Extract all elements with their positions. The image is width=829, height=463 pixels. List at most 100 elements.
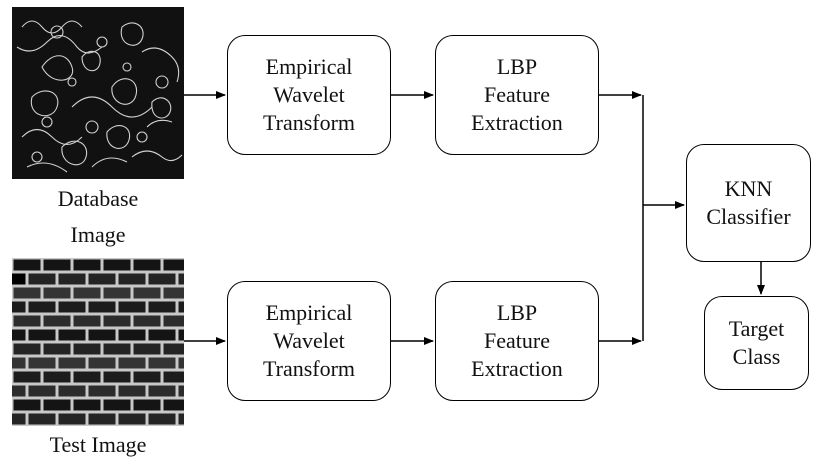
brick <box>148 357 176 369</box>
brick <box>133 371 161 383</box>
knn-classifier-box: KNN Classifier <box>686 144 811 262</box>
brick <box>178 301 184 313</box>
brick <box>118 273 146 285</box>
brick <box>178 357 184 369</box>
brick <box>43 343 71 355</box>
brick <box>12 301 26 313</box>
top-ewt-line2: Wavelet <box>273 82 345 107</box>
brick <box>178 273 184 285</box>
test-image <box>12 258 184 426</box>
brick <box>43 287 71 299</box>
brick <box>13 399 41 411</box>
brick <box>28 301 56 313</box>
brick <box>13 315 41 327</box>
brick <box>148 385 176 397</box>
brick <box>88 329 116 341</box>
brick <box>28 329 56 341</box>
bottom-ewt-line3: Transform <box>262 356 356 381</box>
brick <box>118 301 146 313</box>
brick <box>163 315 184 327</box>
brick <box>133 259 161 271</box>
brick <box>163 399 184 411</box>
bottom-lbp-line2: Feature <box>484 328 550 353</box>
brick <box>88 413 116 425</box>
brick <box>12 413 26 425</box>
database-image <box>12 7 184 179</box>
top-lbp-line3: Extraction <box>471 110 563 135</box>
brick <box>163 259 184 271</box>
classifier-line2: Classifier <box>706 204 791 229</box>
brick <box>88 301 116 313</box>
top-lbp-line2: Feature <box>484 82 550 107</box>
brick <box>58 357 86 369</box>
classifier-line1: KNN <box>724 176 773 201</box>
brick <box>58 301 86 313</box>
top-ewt-line3: Transform <box>262 110 356 135</box>
brick <box>73 343 101 355</box>
brick <box>12 329 26 341</box>
top-ewt-box: Empirical Wavelet Transform <box>227 35 391 155</box>
brick <box>88 273 116 285</box>
brick <box>58 385 86 397</box>
brick <box>73 259 101 271</box>
brick <box>28 357 56 369</box>
brick <box>178 413 184 425</box>
brick <box>178 385 184 397</box>
target-line1: Target <box>728 316 785 341</box>
brick <box>28 273 56 285</box>
brick <box>163 343 184 355</box>
brick <box>12 357 26 369</box>
brick <box>163 287 184 299</box>
brick <box>148 301 176 313</box>
brick <box>73 315 101 327</box>
target-line2: Class <box>732 344 781 369</box>
brick <box>13 287 41 299</box>
top-lbp-line1: LBP <box>496 54 538 79</box>
brick <box>43 259 71 271</box>
brick <box>28 413 56 425</box>
brick <box>103 343 131 355</box>
brick <box>148 273 176 285</box>
brick <box>118 357 146 369</box>
database-image-caption: Database Image <box>12 181 184 253</box>
brick <box>43 399 71 411</box>
brick <box>12 273 26 285</box>
brick <box>103 259 131 271</box>
brick <box>103 371 131 383</box>
brick <box>73 399 101 411</box>
brick <box>58 273 86 285</box>
top-lbp-box: LBP Feature Extraction <box>435 35 599 155</box>
database-caption-line2: Image <box>70 222 126 247</box>
top-ewt-line1: Empirical <box>265 54 353 79</box>
brick <box>58 413 86 425</box>
brick <box>103 315 131 327</box>
brick <box>88 385 116 397</box>
brick <box>13 371 41 383</box>
bottom-ewt-box: Empirical Wavelet Transform <box>227 281 391 401</box>
brick <box>133 287 161 299</box>
database-caption-line1: Database <box>57 186 139 211</box>
brick <box>73 371 101 383</box>
bottom-lbp-box: LBP Feature Extraction <box>435 281 599 401</box>
brick <box>163 371 184 383</box>
brick <box>13 343 41 355</box>
bottom-ewt-line2: Wavelet <box>273 328 345 353</box>
brick <box>103 399 131 411</box>
brick <box>73 287 101 299</box>
brick <box>178 329 184 341</box>
test-image-caption: Test Image <box>49 432 147 457</box>
brick <box>133 315 161 327</box>
brick <box>88 357 116 369</box>
brick <box>103 287 131 299</box>
brick <box>118 385 146 397</box>
brick <box>43 315 71 327</box>
brick <box>58 329 86 341</box>
brick <box>28 385 56 397</box>
brick <box>43 371 71 383</box>
bottom-ewt-line1: Empirical <box>265 300 353 325</box>
brick <box>13 259 41 271</box>
brick <box>118 329 146 341</box>
brick <box>133 399 161 411</box>
